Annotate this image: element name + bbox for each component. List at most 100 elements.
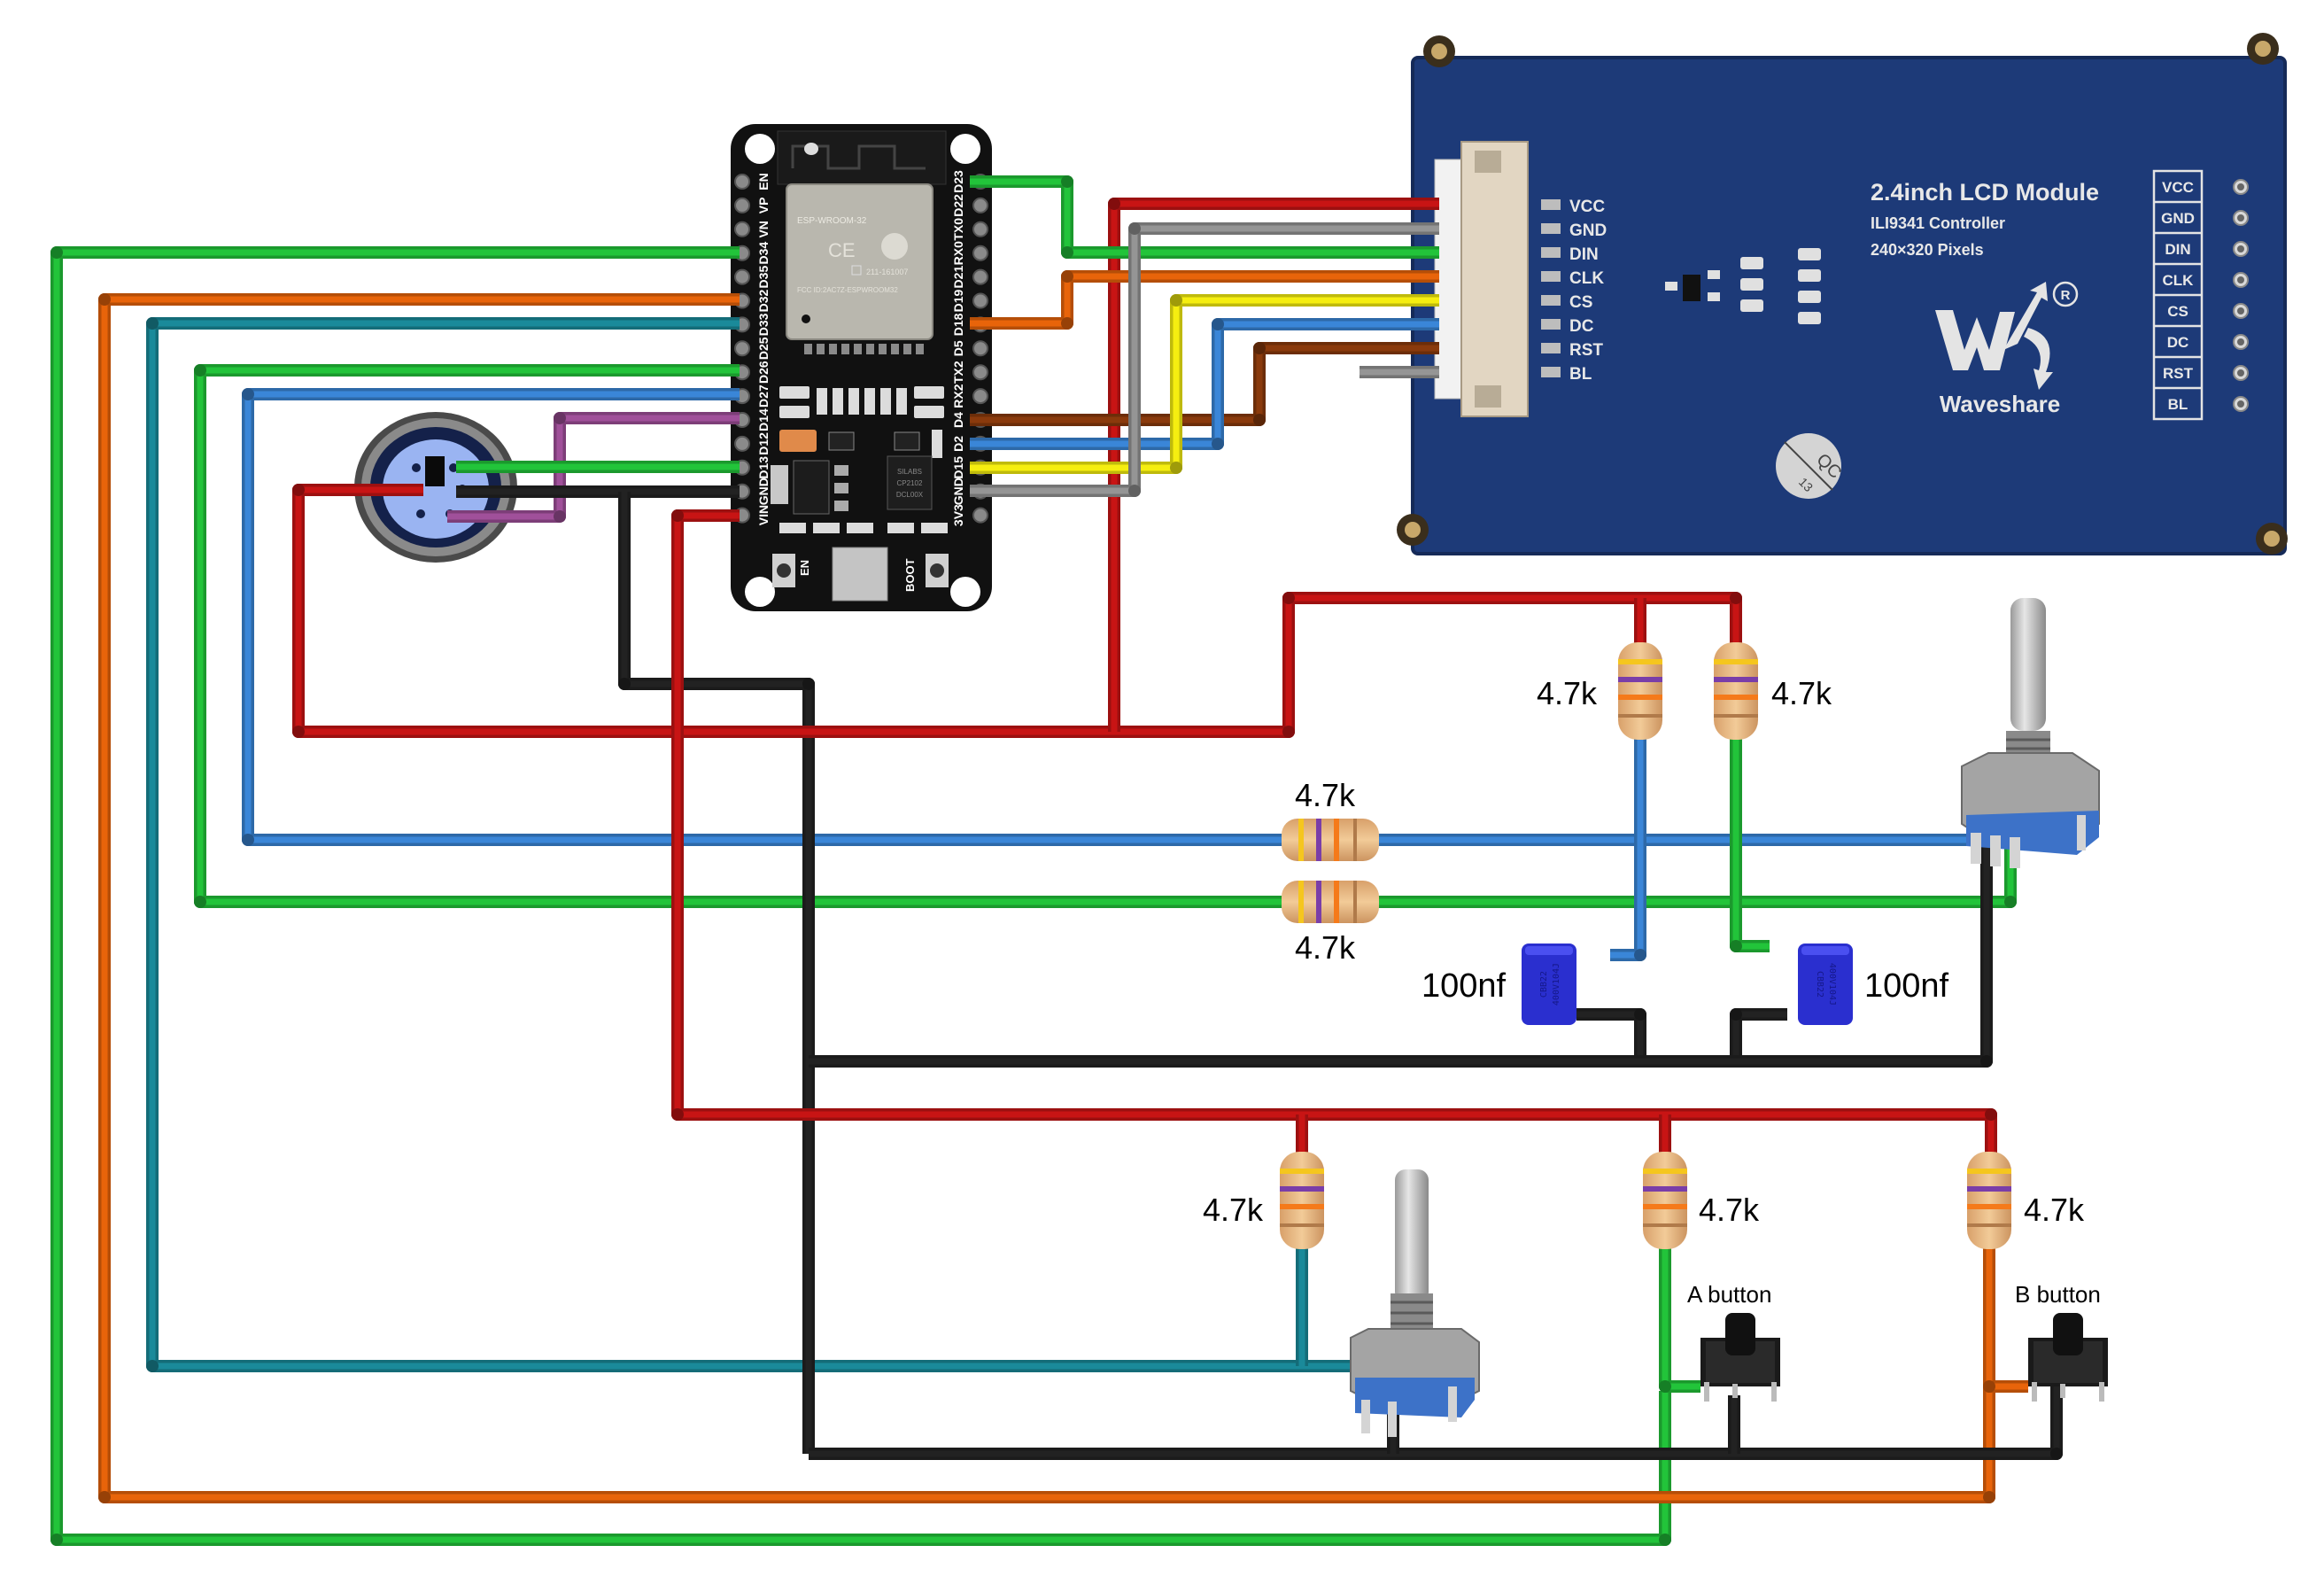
ce-mark-icon: CE [828,239,856,261]
junction-dot [1253,414,1266,426]
junction-dot [2050,1448,2063,1460]
svg-text:GND: GND [2161,210,2195,227]
svg-text:GND: GND [1569,221,1607,240]
svg-text:D25: D25 [756,337,771,360]
junction-dot [1634,949,1646,961]
lcd-brand: Waveshare [1940,391,2060,417]
push-button-a [1700,1313,1780,1402]
svg-text:CLK: CLK [1569,269,1604,288]
junction-dot [1730,592,1742,604]
svg-text:VCC: VCC [1569,198,1605,216]
module-name: ESP-WROOM-32 [797,216,867,226]
svg-text:D5: D5 [951,340,965,356]
lcd-header-pin-clk: CLK [2154,262,2249,289]
svg-text:CLK: CLK [2163,272,2195,289]
junction-dot [1282,726,1295,738]
junction-dot [194,896,206,908]
svg-text:D22: D22 [951,194,965,217]
push-button-b [2028,1313,2108,1402]
junction-dot [554,510,566,523]
lcd-header-pin-rst: RST [2154,355,2249,382]
svg-text:DIN: DIN [1569,245,1599,264]
svg-text:EN: EN [756,173,771,190]
resistor-label: 4.7k [1295,777,1356,813]
junction-dot [1983,1380,1995,1393]
lcd-connector-pin-rst: RST [1541,341,1603,360]
junction-dot [1061,317,1073,330]
svg-text:VN: VN [756,221,771,237]
junction-dot [671,509,684,522]
junction-dot [802,678,815,690]
esp-pin-tx0: TX0 [951,218,988,241]
resistor-r-mid-green [1282,881,1379,923]
junction-dot [292,726,305,738]
capacitor-left-label: 100nf [1422,967,1507,1005]
junction-dot [98,1491,111,1503]
junction-dot [1108,198,1120,210]
lcd-pcb [1413,58,2285,554]
esp-pin-en: EN [734,173,771,190]
lcd-controller: ILI9341 Controller [1871,214,2005,232]
esp-pin-d35: D35 [734,266,771,289]
svg-text:RX0: RX0 [951,241,965,265]
wire-b-orange [1983,1240,2028,1393]
svg-text:CS: CS [2167,303,2188,320]
lcd-connector [1434,141,1529,417]
wire-gnd-black-down [618,492,815,1454]
lcd-connector-pin-cs: CS [1541,293,1592,312]
lcd-header-pin-bl: BL [2154,386,2249,413]
svg-text:400V104J: 400V104J [1552,963,1561,1006]
svg-text:D23: D23 [951,170,965,193]
junction-dot [50,246,63,259]
junction-dot [1061,246,1073,259]
junction-dot [1128,485,1141,497]
lcd-header-pin-dc: DC [2154,324,2249,351]
svg-text:CS: CS [1569,293,1592,312]
wire-d2-blue [970,318,1439,450]
esp32-board: ESP-WROOM-32 CE 211-161007 FCC ID:2AC7Z-… [731,124,992,611]
resistor-label: 4.7k [1203,1192,1264,1228]
svg-text:RX2: RX2 [951,384,965,408]
lcd-connector-pin-vcc: VCC [1541,198,1605,216]
svg-text:D19: D19 [951,289,965,312]
svg-text:D27: D27 [756,384,771,408]
wire-d18-orange [970,270,1439,330]
esp-pin-d5: D5 [951,340,988,357]
wire-lcd-vcc-red [1108,198,1439,732]
junction-dot [1212,318,1224,330]
svg-text:D35: D35 [756,266,771,289]
junction-dot [1980,1055,1993,1068]
svg-text:D18: D18 [951,313,965,336]
junction-dot [1170,294,1182,307]
resistor-r-top-left [1618,642,1662,740]
resistor-r-top-right [1714,642,1758,740]
resistor-label: 4.7k [1295,929,1356,966]
resistor-label: 4.7k [1537,675,1598,711]
junction-dot [1730,1008,1742,1021]
svg-text:DIN: DIN [2165,241,2190,258]
wire-cap-black-r [1730,1008,1787,1061]
resistor-r-bottom-1 [1280,1152,1324,1249]
esp-pin-rx2: RX2 [951,384,988,408]
esp-pin-d19: D19 [951,289,988,312]
resistor-r-mid-blue [1282,819,1379,861]
junction-dot [1253,342,1266,354]
resistor-label: 4.7k [2024,1192,2085,1228]
svg-text:D32: D32 [756,289,771,312]
esp-pin-3v3: 3V3 [951,504,988,526]
svg-text:R: R [2061,288,2071,303]
cert-number: 211-161007 [866,268,908,276]
esp-pin-d12: D12 [734,432,771,455]
svg-text:EN: EN [798,560,811,576]
junction-dot [1659,1534,1671,1546]
lcd-connector-pin-gnd: GND [1541,221,1607,240]
svg-text:BL: BL [1569,365,1592,384]
junction-dot [1170,462,1182,474]
junction-dot [554,412,566,424]
svg-text:D15: D15 [951,456,965,479]
wire-cap-black-l [1576,1008,1646,1061]
lcd-header-pin-din: DIN [2154,231,2249,258]
resistors [1280,642,2011,1249]
svg-text:D2: D2 [951,436,965,452]
